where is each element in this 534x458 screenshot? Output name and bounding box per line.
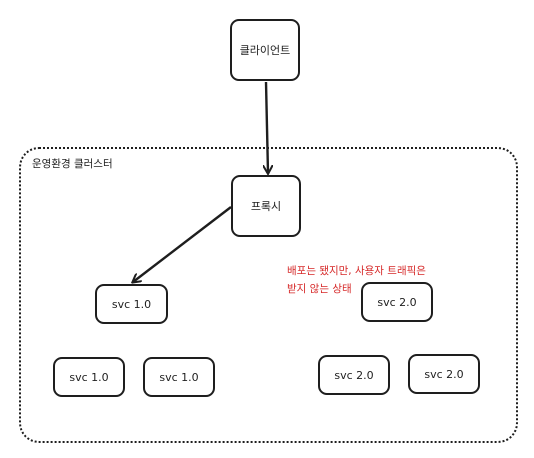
production-cluster-boundary — [19, 147, 518, 443]
annotation-line-1: 배포는 됐지만, 사용자 트래픽은 — [287, 265, 426, 277]
edge-client-to-proxy — [266, 81, 268, 173]
svc-1-0-replica-node: svc 1.0 — [143, 357, 215, 397]
svc-2-0-primary-node: svc 2.0 — [361, 282, 433, 322]
svc-2-0-replica-node: svc 2.0 — [318, 355, 390, 395]
svc-1-0-replica-node: svc 1.0 — [53, 357, 125, 397]
deployment-annotation: 배포는 됐지만, 사용자 트래픽은 받지 않는 상태 — [287, 262, 426, 298]
svc-2-0-replica-node: svc 2.0 — [408, 354, 480, 394]
edge-proxy-to-svc-1-0 — [133, 206, 232, 282]
cluster-label: 운영환경 클러스터 — [32, 158, 113, 170]
proxy-node: 프록시 — [231, 175, 301, 237]
annotation-line-2: 받지 않는 상태 — [287, 283, 352, 295]
svc-1-0-primary-node: svc 1.0 — [95, 284, 168, 324]
client-node: 클라이언트 — [230, 19, 300, 81]
